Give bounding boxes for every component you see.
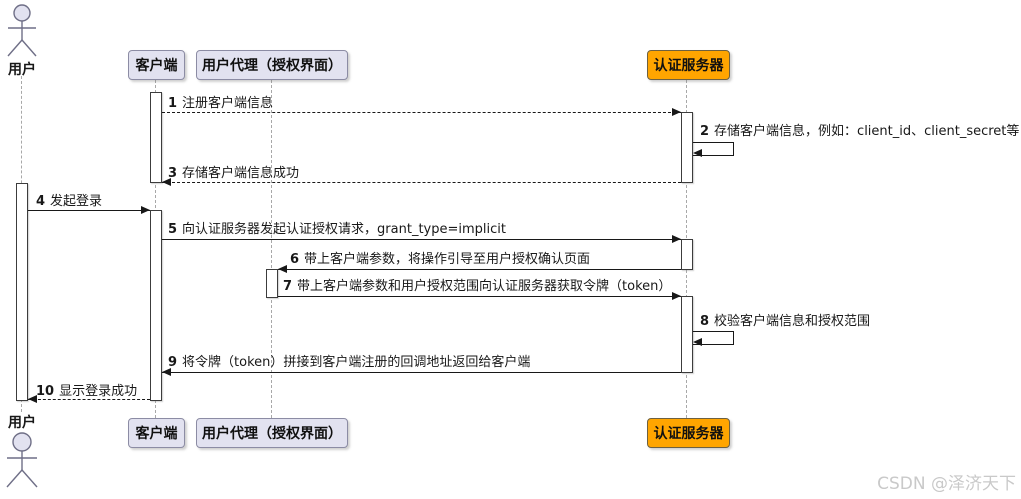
message-8-self-line xyxy=(693,331,734,345)
actor-user-icon-bottom xyxy=(6,432,38,488)
activation-bar-auth-2 xyxy=(681,239,693,270)
activation-bar-auth-1 xyxy=(681,112,693,183)
actor-user-icon-top xyxy=(7,4,37,57)
activation-bar-user-agent xyxy=(266,269,278,298)
actor-label-top: 用户 xyxy=(8,62,36,78)
message-9-arrowhead xyxy=(162,368,171,376)
actor-label-bottom: 用户 xyxy=(8,415,36,431)
activation-bar-client-2 xyxy=(150,210,162,401)
message-6-line xyxy=(278,269,681,270)
message-4-arrowhead xyxy=(141,206,150,214)
participant-auth-server-top: 认证服务器 xyxy=(647,50,730,80)
participant-client-bottom: 客户端 xyxy=(128,418,185,448)
message-4-line xyxy=(28,210,150,211)
message-3-line xyxy=(162,182,681,183)
message-10-line xyxy=(28,399,150,400)
message-3-arrowhead xyxy=(162,178,171,186)
message-10-arrowhead xyxy=(28,395,37,403)
participant-user-agent-top: 用户代理（授权界面） xyxy=(196,50,348,80)
message-2-arrowhead xyxy=(693,149,702,157)
activation-bar-auth-3 xyxy=(681,296,693,373)
message-1-line xyxy=(162,112,681,113)
message-7-arrowhead xyxy=(672,292,681,300)
message-9-line xyxy=(162,372,681,373)
watermark: CSDN @泽济天下 xyxy=(877,474,1016,494)
message-5-line xyxy=(162,239,681,240)
activation-bar-client-1 xyxy=(150,92,162,183)
participant-client-top: 客户端 xyxy=(128,50,185,80)
message-2-self-line xyxy=(693,142,734,156)
participant-auth-server-bottom: 认证服务器 xyxy=(647,418,730,448)
participant-user-agent-bottom: 用户代理（授权界面） xyxy=(196,418,348,448)
message-8-arrowhead xyxy=(693,338,702,346)
activation-bar-user xyxy=(16,183,28,401)
message-5-arrowhead xyxy=(672,235,681,243)
message-7-line xyxy=(278,296,681,297)
message-1-arrowhead xyxy=(672,108,681,116)
message-6-arrowhead xyxy=(278,265,287,273)
lifeline-user-agent xyxy=(271,80,272,418)
